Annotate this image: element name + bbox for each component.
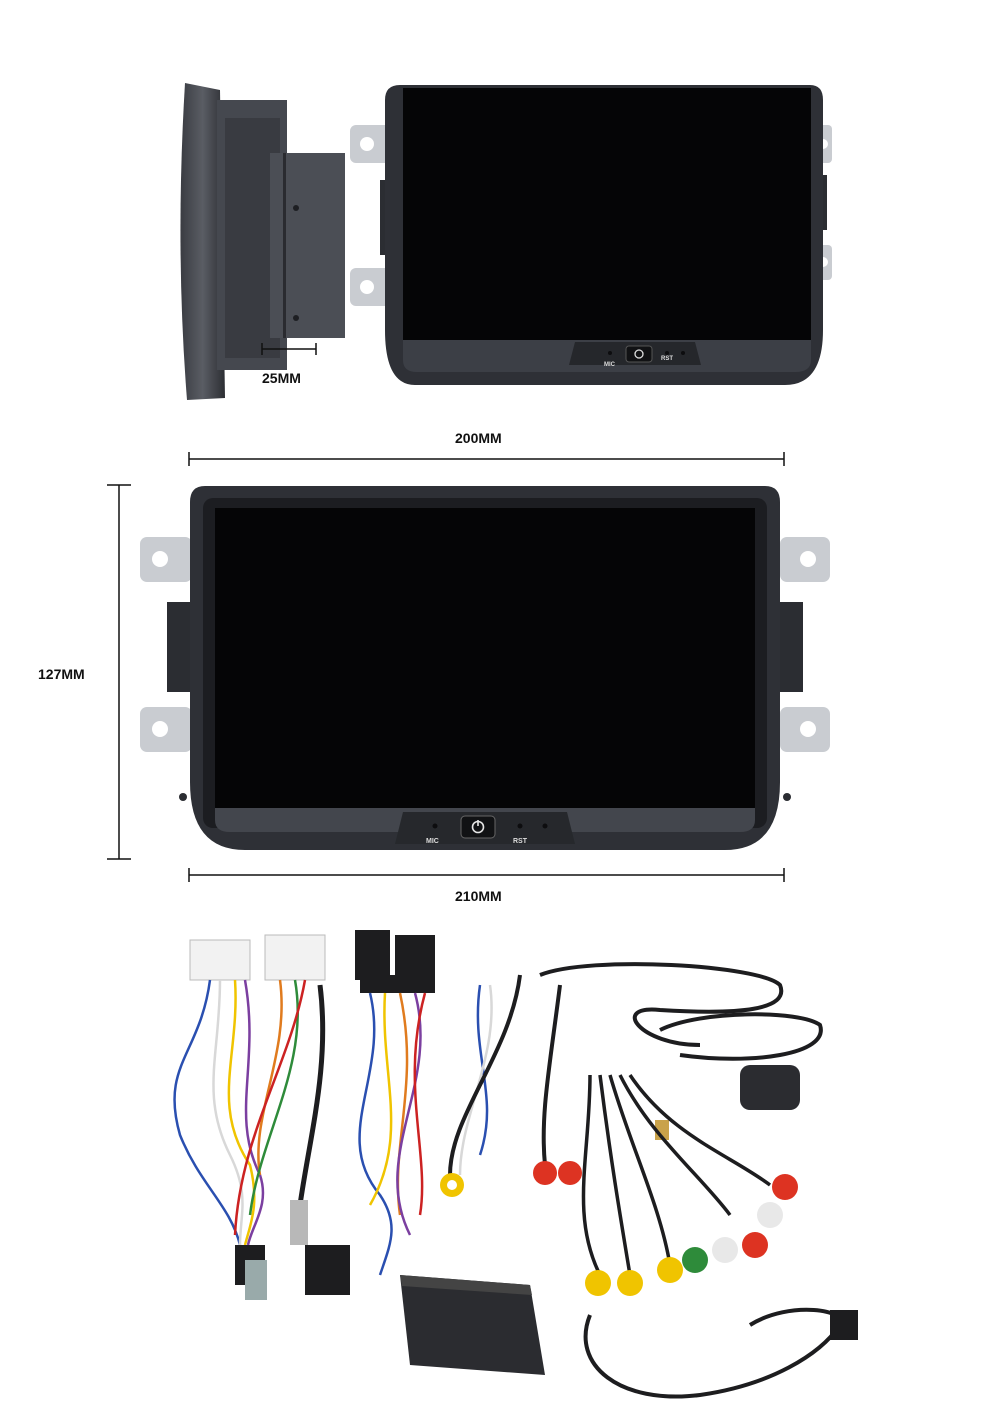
side-view-unit [165, 78, 355, 403]
rst-label-top: RST [661, 356, 673, 362]
front-view-angled-unit [345, 80, 835, 395]
depth-label: 25MM [262, 370, 301, 386]
mic-label: MIC [426, 838, 439, 845]
front-view-unit [135, 482, 835, 854]
height-dimension-line [104, 484, 134, 860]
rst-label: RST [513, 838, 527, 845]
mic-label-top: MIC [604, 362, 615, 368]
wiring-harness-accessories [140, 915, 860, 1410]
side-view-image [180, 83, 345, 400]
depth-dimension-line [260, 343, 318, 355]
top-width-dimension-line [188, 452, 786, 466]
height-label: 127MM [38, 666, 85, 682]
top-width-label: 200MM [455, 430, 502, 446]
front-view-image [140, 486, 830, 850]
bottom-width-dimension-line [188, 868, 786, 882]
front-view-angled-image [350, 85, 832, 385]
bottom-width-label: 210MM [455, 888, 502, 904]
wiring-harness-image [173, 930, 858, 1399]
